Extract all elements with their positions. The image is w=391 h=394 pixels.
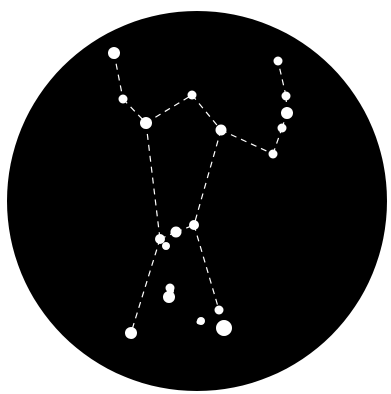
star-minor-1 [168,288,174,294]
star-minor-2 [197,320,202,325]
star-belt4 [189,220,199,230]
night-sky-disc [7,11,387,391]
star-club3 [281,107,293,119]
star-belt3 [171,227,182,238]
star-club2 [282,92,291,101]
star-club1 [274,57,283,66]
star-hand [269,150,278,159]
star-belt2 [162,242,170,250]
star-shoulderA [140,117,152,129]
star-belt1 [155,234,165,244]
star-footR [215,306,224,315]
star-shoulderL [119,95,128,104]
star-rigel [216,320,232,336]
star-topLeft [108,47,120,59]
star-footL [125,327,137,339]
star-club4 [278,124,287,133]
star-shoulderB [216,125,227,136]
star-head [188,91,197,100]
